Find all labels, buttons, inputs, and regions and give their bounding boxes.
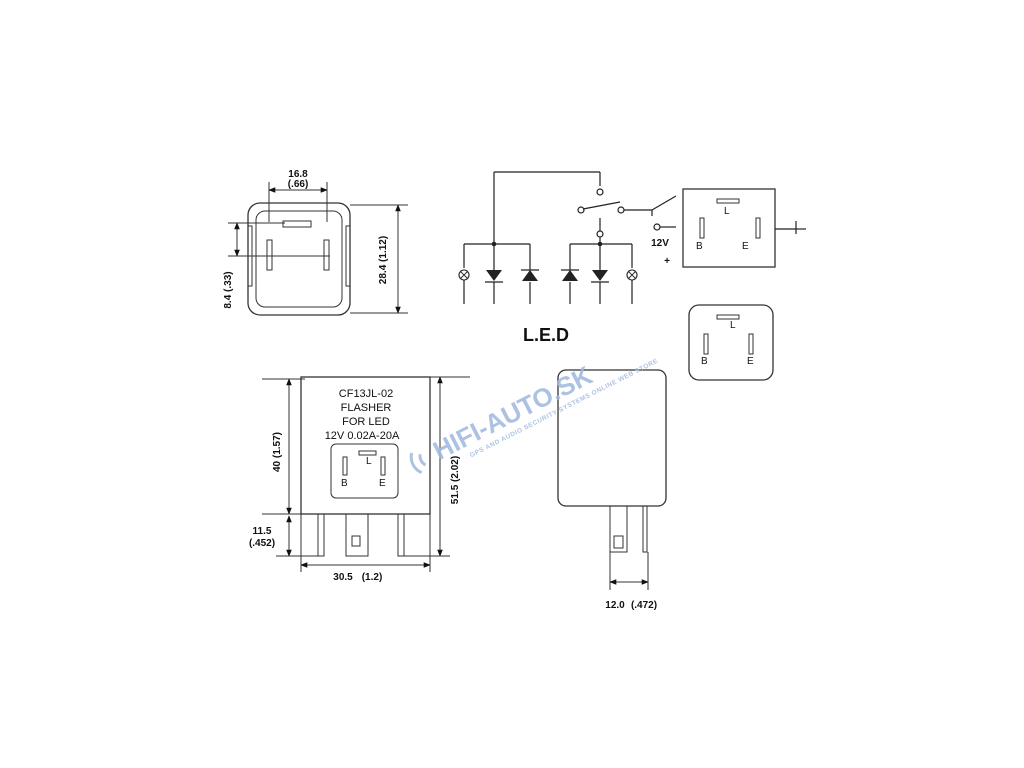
- side-view: 12.0 (.472): [557, 369, 667, 611]
- switch-terminal: [596, 188, 604, 196]
- schematic-title: L.E.D: [523, 325, 569, 345]
- pin-diagram: L B E: [688, 304, 774, 381]
- front-pin-l: L: [366, 456, 372, 467]
- dim-40: 40 (1.57): [272, 432, 283, 472]
- switch-lever: [582, 201, 621, 210]
- lamp-left: [458, 244, 470, 304]
- front-label-line-3: FOR LED: [342, 416, 390, 428]
- schematic-pin-b: B: [696, 241, 703, 252]
- supply-voltage: 12V: [651, 238, 669, 249]
- pin-diagram-e: E: [747, 356, 754, 367]
- terminal-e: [397, 513, 405, 557]
- pin-e-slot: [323, 239, 330, 271]
- signal-icon: [418, 454, 427, 467]
- schematic-pin-l: L: [724, 206, 730, 217]
- dim-11-5-in: (.452): [249, 538, 275, 549]
- terminal-b: [317, 513, 325, 557]
- wiring-schematic: 12V + L B E L.E.D: [458, 171, 806, 345]
- schematic-relay-box: [682, 188, 776, 268]
- right-rib: [345, 225, 351, 287]
- top-view-body: [247, 202, 351, 316]
- front-label-line-1: CF13JL-02: [339, 388, 393, 400]
- dim-pin-offset: 8.4 (.33): [223, 271, 234, 308]
- supply-plus: +: [664, 256, 670, 267]
- pin-diagram-l: L: [730, 320, 736, 331]
- front-connector: [330, 443, 399, 499]
- led-3: [561, 244, 579, 304]
- front-label-line-2: FLASHER: [341, 402, 392, 414]
- dim-30-5: 30.5: [333, 572, 353, 583]
- dim-30-5-in: (1.2): [362, 572, 383, 583]
- led-2: [521, 244, 539, 304]
- led-4: [591, 244, 609, 304]
- front-pin-b: B: [341, 478, 348, 489]
- schematic-pin-e: E: [742, 241, 749, 252]
- front-view-body: [300, 376, 431, 515]
- dim-12: 12.0: [605, 600, 625, 611]
- side-terminal: [609, 505, 628, 553]
- top-view-inner-outline: [255, 210, 343, 308]
- dim-width-in: (.66): [288, 179, 309, 190]
- pin-b-slot: [266, 239, 273, 271]
- terminal-l: [345, 513, 369, 557]
- front-view: CF13JL-02 FLASHER FOR LED 12V 0.02A-20A …: [249, 376, 470, 583]
- led-1: [485, 244, 503, 304]
- dim-width-mm: 16.8: [288, 169, 308, 180]
- top-view: 16.8 (.66) 8.4 (.33) 28.4 (1.12): [223, 169, 408, 316]
- front-pin-e: E: [379, 478, 386, 489]
- dim-51-5: 51.5 (2.02): [450, 456, 461, 504]
- dim-height: 28.4 (1.12): [378, 236, 389, 284]
- pin-diagram-body: [688, 304, 774, 381]
- pin-diagram-b: B: [701, 356, 708, 367]
- lamp-right: [626, 244, 638, 304]
- front-label-line-4: 12V 0.02A-20A: [325, 430, 400, 442]
- pin-l-slot: [282, 220, 312, 228]
- side-terminal-thin: [642, 505, 648, 553]
- dim-12-in: (.472): [631, 600, 657, 611]
- dim-11-5: 11.5: [253, 526, 272, 537]
- supply-terminal: [653, 223, 661, 231]
